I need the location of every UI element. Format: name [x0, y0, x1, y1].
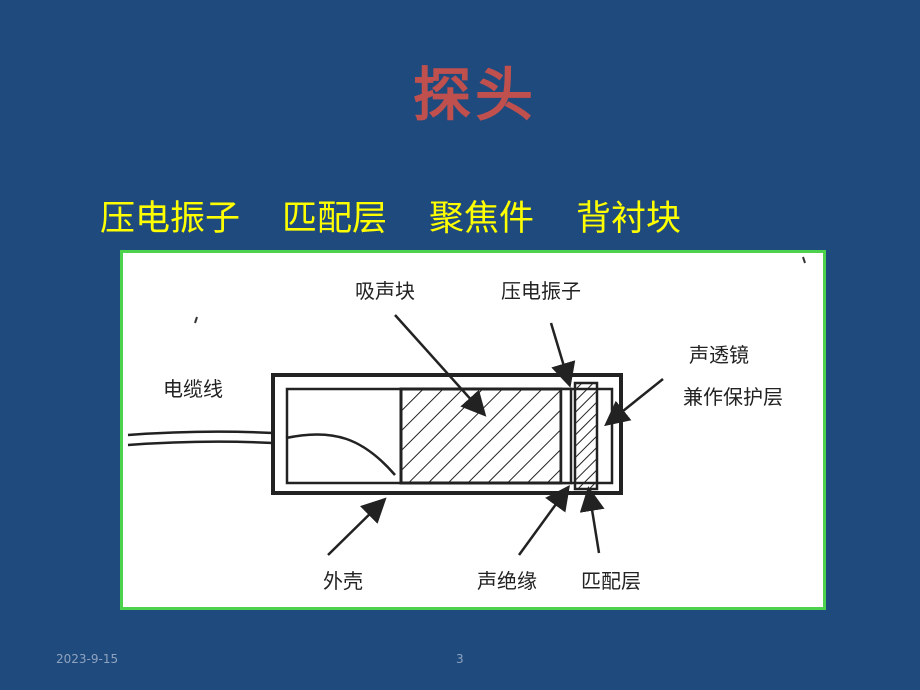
label-matching-layer: 匹配层	[581, 569, 641, 593]
term-backing-block: 背衬块	[576, 199, 682, 239]
probe-drawing	[127, 256, 806, 556]
footer-date: 2023-9-15	[56, 652, 119, 666]
arrow-insulation	[517, 484, 570, 556]
term-piezo: 压电振子	[100, 199, 241, 239]
label-acoustic-insulation: 声绝缘	[477, 569, 537, 593]
component-list: 压电振子 匹配层 聚焦件 背衬块	[100, 190, 681, 241]
matching-layer	[573, 381, 599, 491]
label-cable: 电缆线	[163, 377, 223, 401]
arrow-matching	[579, 486, 605, 554]
term-matching-layer: 匹配层	[282, 199, 388, 239]
piezo-element	[559, 387, 573, 485]
probe-diagram: 吸声块 压电振子 声透镜 兼作保护层 电缆线 外壳 声绝缘 匹配层	[120, 250, 826, 610]
absorber-block	[399, 387, 563, 485]
arrow-absorber	[394, 314, 487, 417]
label-absorber: 吸声块	[355, 279, 415, 303]
label-protective-layer: 兼作保护层	[683, 385, 783, 409]
arrow-housing	[327, 497, 387, 556]
label-acoustic-lens: 声透镜	[689, 343, 749, 367]
footer-page-number: 3	[456, 652, 464, 666]
arrow-piezo	[549, 322, 576, 388]
housing	[271, 373, 623, 495]
label-piezo: 压电振子	[501, 279, 581, 303]
label-housing: 外壳	[323, 569, 363, 593]
slide-title: 探头	[412, 61, 537, 129]
term-focusing-element: 聚焦件	[429, 199, 535, 239]
cable	[127, 430, 396, 476]
arrow-lens	[604, 378, 664, 427]
